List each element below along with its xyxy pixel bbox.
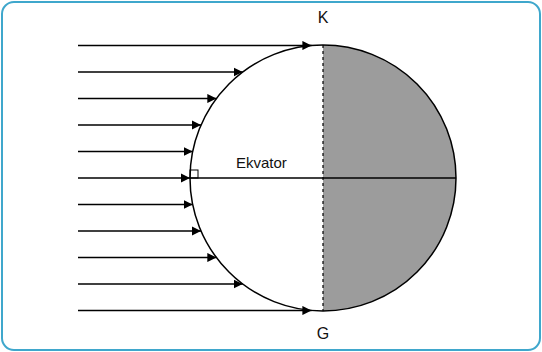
earth-circle (190, 45, 456, 311)
sun-rays (78, 46, 312, 311)
equator-label: Ekvator (236, 155, 287, 170)
pole-label: K (318, 10, 329, 26)
pole-label: G (317, 326, 329, 342)
equator-line (190, 177, 456, 179)
right-angle-mark (190, 170, 198, 178)
